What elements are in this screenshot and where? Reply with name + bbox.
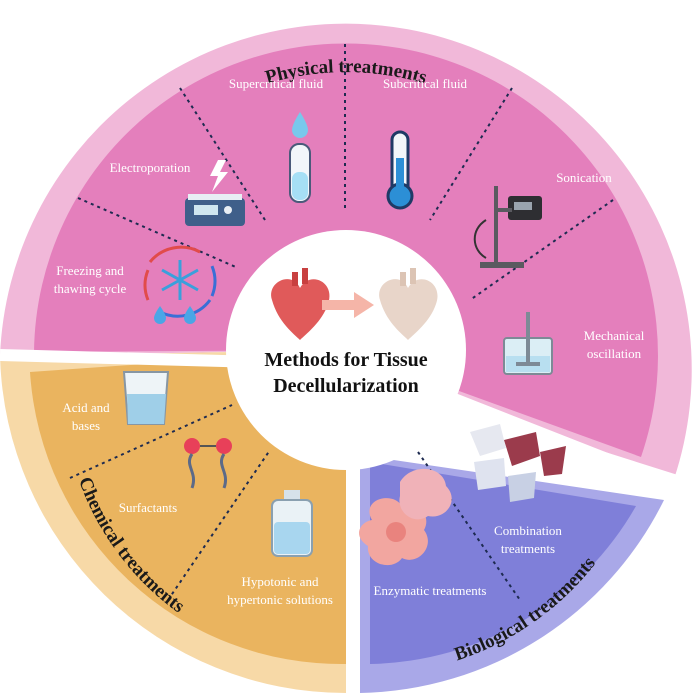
surfactant-molecule-icon	[184, 438, 232, 489]
thermometer-icon	[386, 130, 414, 210]
heart-icon-decellularized	[379, 268, 438, 340]
label-freezing-line2: thawing cycle	[54, 281, 127, 296]
center-title-line2: Decellularization	[273, 375, 419, 397]
electroporation-device-icon	[185, 160, 245, 226]
chemical-dividers	[69, 404, 271, 601]
solution-bottle-icon	[271, 490, 313, 557]
beaker-icon	[122, 371, 170, 425]
center-title-line1: Methods for Tissue	[264, 349, 427, 371]
label-hypotonic-line2: hypertonic solutions	[227, 592, 333, 607]
tissue-fragments-icon	[470, 424, 566, 502]
snowflake-icon	[161, 260, 199, 300]
label-supercritical-fluid: Supercritical fluid	[229, 76, 324, 91]
water-drops-icon	[154, 306, 196, 324]
label-acid-line1: Acid and	[62, 400, 110, 415]
test-tube-icon	[289, 143, 311, 203]
label-hypotonic-line1: Hypotonic and	[242, 574, 319, 589]
label-combination-line1: Combination	[494, 523, 562, 538]
label-subcritical-fluid: Subcritical fluid	[383, 76, 468, 91]
separator-left	[0, 349, 261, 368]
label-enzymatic: Enzymatic treatments	[374, 583, 487, 598]
label-sonication: Sonication	[556, 170, 612, 185]
separator-right	[403, 389, 682, 488]
heart-icon-red	[271, 268, 330, 340]
label-electroporation: Electroporation	[110, 160, 191, 175]
sonicator-icon	[473, 186, 542, 268]
stirring-beaker-icon	[503, 312, 553, 375]
arrow-icon	[322, 292, 374, 318]
label-surfactants: Surfactants	[119, 500, 177, 515]
label-mechanical-line1: Mechanical	[584, 328, 645, 343]
physical-dividers	[77, 44, 614, 301]
label-combination-line2: treatments	[501, 541, 555, 556]
enzyme-icon	[399, 468, 452, 520]
droplet-icon	[292, 112, 308, 138]
label-acid-line2: bases	[72, 418, 100, 433]
label-freezing-line1: Freezing and	[56, 263, 124, 278]
label-mechanical-line2: oscillation	[587, 346, 642, 361]
